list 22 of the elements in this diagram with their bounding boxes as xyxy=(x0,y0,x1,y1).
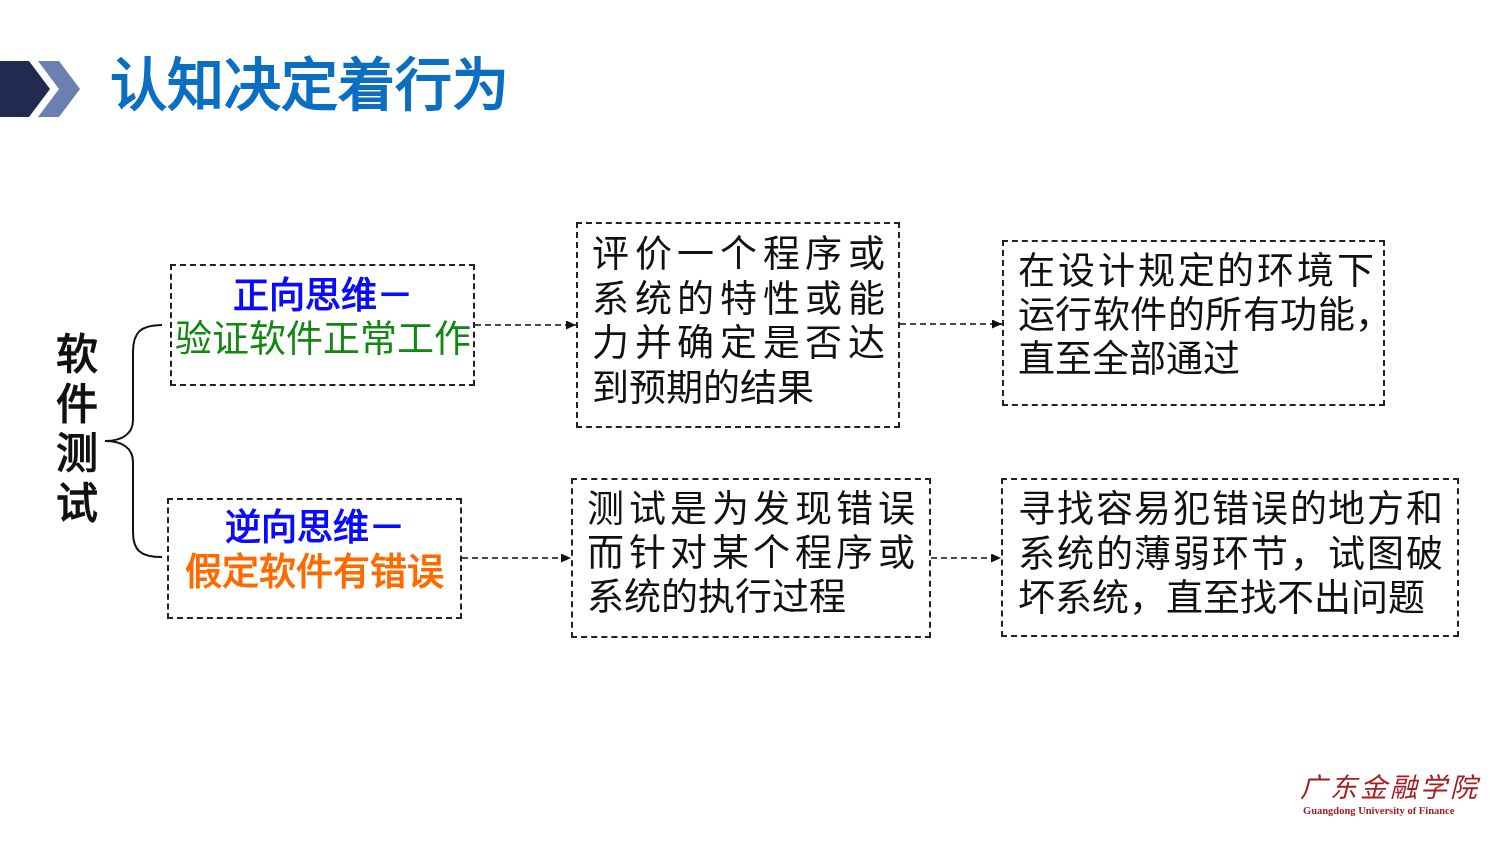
dashed-text-panel xyxy=(1001,478,1459,637)
dashed-text-panel xyxy=(1002,240,1385,406)
slide-title: 认知决定着行为 xyxy=(110,51,509,120)
dashed-arrow xyxy=(474,320,577,330)
definition-text: 测试是为发现错误而针对某个程序或系统的执行过程 xyxy=(587,488,915,620)
thinking-heading: 正向思维－ xyxy=(231,274,414,318)
vertical-label: 软件测试 xyxy=(56,330,98,529)
dashed-text-panel xyxy=(571,478,931,638)
thinking-heading: 逆向思维－ xyxy=(223,506,406,550)
definition-text: 寻找容易犯错误的地方和系统的薄弱环节，试图破坏系统，直至找不出问题 xyxy=(1018,488,1443,622)
definition-text: 评价一个程序或系统的特性或能力并确定是否达到预期的结果 xyxy=(592,233,885,411)
dashed-arrow xyxy=(899,319,1003,329)
thinking-description: 验证软件正常工作 xyxy=(174,318,471,362)
dashed-arrow xyxy=(930,553,1002,563)
university-name-english: Guangdong University of Finance xyxy=(1303,804,1455,817)
definition-text: 在设计规定的环境下运行软件的所有功能，直至全部通过 xyxy=(1018,250,1374,382)
dashed-text-panel xyxy=(170,264,475,386)
dashed-text-panel xyxy=(576,222,900,428)
university-name: 广东金融学院 xyxy=(1300,771,1480,805)
dashed-text-panel xyxy=(167,498,462,619)
dashed-arrow xyxy=(461,553,572,563)
thinking-description: 假定软件有错误 xyxy=(184,550,445,596)
